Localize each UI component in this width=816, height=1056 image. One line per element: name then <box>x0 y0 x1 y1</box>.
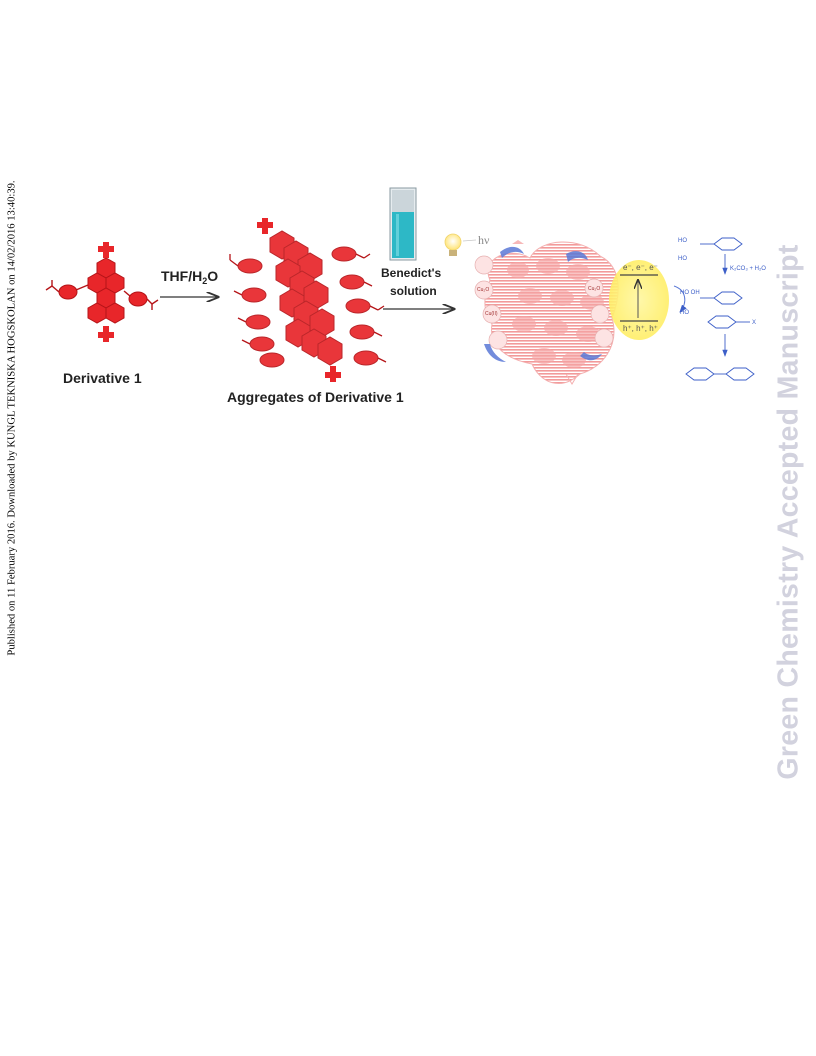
copper-particles: Cu₂O Cu(II) Cu₂O <box>474 255 614 350</box>
electron-transfer-arrows <box>484 246 602 362</box>
band-diagram: e⁻, e⁻, e⁻ h⁺, h⁺, h⁺ <box>609 260 687 340</box>
aggregates-label: Aggregates of Derivative 1 <box>227 389 404 405</box>
boronic-oh-mid: HO OH <box>680 290 700 296</box>
cuii-label: Cu(II) <box>485 311 498 317</box>
aggregate-molecules <box>229 218 387 382</box>
light-bulb-icon <box>444 233 462 256</box>
coupling-reaction-scheme: HO HO K₂CO₃ + H₂O HO OH HO X <box>678 237 766 381</box>
graphical-abstract: Derivative 1 THF/H2O <box>40 178 780 418</box>
cuvette-image <box>389 187 417 261</box>
boronic-ho-lower: HO <box>680 310 689 316</box>
benedict-label-line2: solution <box>390 284 437 298</box>
band-bottom-label: h⁺, h⁺, h⁺ <box>623 324 658 333</box>
light-label: hν <box>478 233 490 247</box>
band-top-label: e⁻, e⁻, e⁻ <box>623 263 658 272</box>
boronic-ho-top: HO <box>678 238 687 244</box>
boronic-ho-bottom: HO <box>678 256 687 262</box>
cu2o-label: Cu₂O <box>477 287 489 293</box>
halide-x: X <box>752 320 756 326</box>
benedict-label-line1: Benedict's <box>381 266 442 280</box>
derivative-1-molecule <box>45 242 159 342</box>
derivative-1-label: Derivative 1 <box>63 370 142 386</box>
step1-label: THF/H2O <box>161 268 218 286</box>
scheme-figure: Derivative 1 THF/H2O <box>45 187 766 405</box>
reagent-label: K₂CO₃ + H₂O <box>730 266 766 272</box>
publication-note-text: Published on 11 February 2016. Downloade… <box>6 180 18 656</box>
cu2o-label-right: Cu₂O <box>588 286 600 292</box>
